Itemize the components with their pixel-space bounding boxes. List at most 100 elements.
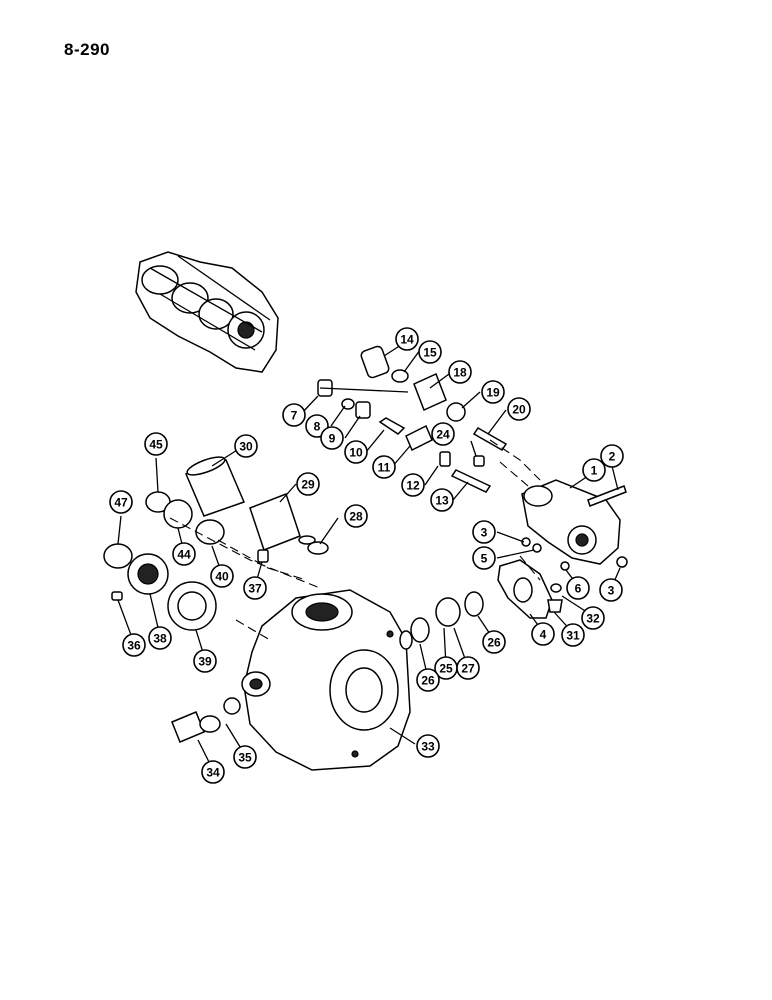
callout-label: 30 bbox=[239, 440, 253, 454]
callout-label: 20 bbox=[512, 403, 526, 417]
callout-circle bbox=[193, 649, 217, 673]
callout-circle bbox=[482, 630, 506, 654]
assembly-lines bbox=[169, 439, 541, 641]
callout-label: 7 bbox=[291, 409, 298, 423]
callout-label: 5 bbox=[481, 552, 488, 566]
callout-11: 11 bbox=[372, 455, 396, 479]
callout-1: 1 bbox=[582, 458, 606, 482]
callout-47: 47 bbox=[109, 490, 133, 514]
callout-label: 26 bbox=[421, 674, 435, 688]
callout-circle bbox=[481, 380, 505, 404]
callout-label: 36 bbox=[127, 639, 141, 653]
callout-3: 3 bbox=[599, 578, 623, 602]
callout-18: 18 bbox=[448, 360, 472, 384]
callout-35: 35 bbox=[233, 745, 257, 769]
callout-10: 10 bbox=[344, 440, 368, 464]
callout-45: 45 bbox=[144, 432, 168, 456]
pump-housing bbox=[241, 589, 411, 771]
callout-15: 15 bbox=[418, 340, 442, 364]
callout-44: 44 bbox=[172, 542, 196, 566]
callout-label: 40 bbox=[215, 570, 229, 584]
callout-circle bbox=[566, 576, 590, 600]
assembled-pump-thumbnail bbox=[135, 251, 279, 373]
callout-label: 9 bbox=[329, 432, 336, 446]
callout-7: 7 bbox=[282, 403, 306, 427]
callout-label: 2 bbox=[609, 450, 616, 464]
callout-12: 12 bbox=[401, 473, 425, 497]
callout-label: 39 bbox=[198, 655, 212, 669]
callout-label: 29 bbox=[301, 478, 315, 492]
callout-label: 6 bbox=[575, 582, 582, 596]
callout-19: 19 bbox=[481, 380, 505, 404]
callout-label: 4 bbox=[540, 628, 547, 642]
callout-circle bbox=[448, 360, 472, 384]
callout-label: 45 bbox=[149, 438, 163, 452]
callout-circle bbox=[234, 434, 258, 458]
callout-label: 24 bbox=[436, 428, 450, 442]
callout-13: 13 bbox=[430, 488, 454, 512]
callout-circle bbox=[600, 444, 624, 468]
callout-6: 6 bbox=[566, 576, 590, 600]
callout-32: 32 bbox=[581, 606, 605, 630]
callout-label: 18 bbox=[453, 366, 467, 380]
callout-circle bbox=[472, 520, 496, 544]
callout-circle bbox=[416, 668, 440, 692]
callout-label: 12 bbox=[406, 479, 420, 493]
callout-28: 28 bbox=[344, 504, 368, 528]
callout-circle bbox=[233, 745, 257, 769]
callout-label: 11 bbox=[378, 461, 391, 475]
callout-20: 20 bbox=[507, 397, 531, 421]
callout-37: 37 bbox=[243, 576, 267, 600]
gasket-hole bbox=[513, 577, 533, 603]
callout-label: 31 bbox=[566, 629, 580, 643]
callout-29: 29 bbox=[296, 472, 320, 496]
callout-circle bbox=[172, 542, 196, 566]
callout-label: 38 bbox=[153, 632, 167, 646]
callout-circle bbox=[201, 760, 225, 784]
callout-circle bbox=[395, 327, 419, 351]
callout-circle bbox=[472, 546, 496, 570]
callout-label: 1 bbox=[591, 464, 598, 478]
page-number: 8-290 bbox=[64, 40, 110, 59]
callout-circle bbox=[507, 397, 531, 421]
callout-39: 39 bbox=[193, 649, 217, 673]
callout-5: 5 bbox=[472, 546, 496, 570]
callout-label: 34 bbox=[206, 766, 220, 780]
callout-label: 33 bbox=[421, 740, 435, 754]
callout-label: 27 bbox=[461, 662, 475, 676]
callout-circle bbox=[282, 403, 306, 427]
callout-circle bbox=[431, 422, 455, 446]
callout-3: 3 bbox=[472, 520, 496, 544]
callout-circle bbox=[372, 455, 396, 479]
callout-9: 9 bbox=[320, 426, 344, 450]
callout-circle bbox=[531, 622, 555, 646]
callout-circle bbox=[581, 606, 605, 630]
callout-24: 24 bbox=[431, 422, 455, 446]
callout-label: 26 bbox=[487, 636, 501, 650]
spool-parts bbox=[103, 456, 484, 743]
callout-circle bbox=[418, 340, 442, 364]
callout-label: 8 bbox=[314, 420, 321, 434]
callout-circle bbox=[344, 440, 368, 464]
callout-label: 3 bbox=[481, 526, 488, 540]
callout-27: 27 bbox=[456, 656, 480, 680]
callout-label: 19 bbox=[486, 386, 500, 400]
callout-layer: 1233456789101112131415181920242526262728… bbox=[109, 327, 624, 784]
callout-31: 31 bbox=[561, 623, 585, 647]
callout-label: 35 bbox=[238, 751, 252, 765]
callout-label: 3 bbox=[608, 584, 615, 598]
callout-circle bbox=[320, 426, 344, 450]
callout-circle bbox=[148, 626, 172, 650]
callout-label: 10 bbox=[349, 446, 363, 460]
callout-2: 2 bbox=[600, 444, 624, 468]
callout-38: 38 bbox=[148, 626, 172, 650]
callout-circle bbox=[430, 488, 454, 512]
callout-circle bbox=[210, 564, 234, 588]
callout-circle bbox=[122, 633, 146, 657]
callout-36: 36 bbox=[122, 633, 146, 657]
callout-label: 37 bbox=[248, 582, 262, 596]
callout-label: 13 bbox=[435, 494, 449, 508]
small-parts bbox=[317, 345, 628, 613]
callout-circle bbox=[416, 734, 440, 758]
